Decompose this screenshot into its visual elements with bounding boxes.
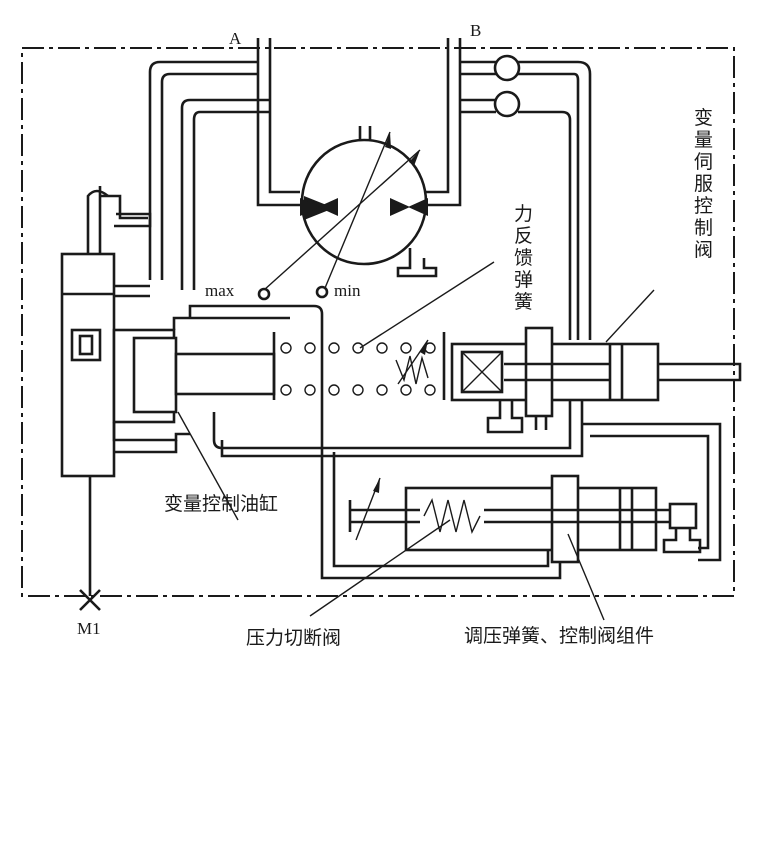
max-label: max (205, 281, 235, 300)
check-valve-upper (493, 54, 521, 82)
housing-boundary (21, 47, 735, 597)
feedback-spring-label: 力反馈弹簧 (514, 203, 533, 313)
check-valve-lower (493, 90, 521, 118)
servo-valve-label: 变量伺服控制阀 (694, 107, 713, 261)
max-pivot (257, 287, 271, 301)
cutoff-valve (348, 474, 702, 564)
min-pivot (315, 285, 329, 299)
control-cylinder (112, 304, 324, 454)
feedback-spring (272, 332, 446, 400)
port-b-line (420, 38, 462, 207)
m1-label: M1 (77, 619, 101, 638)
servo-control-valve (450, 326, 742, 434)
m1-test-point (79, 589, 101, 611)
port-a-line (256, 38, 300, 207)
min-label: min (334, 281, 361, 300)
leader-lines (177, 261, 655, 621)
port-b-label: B (470, 21, 481, 40)
spring-valve-assembly-label: 调压弹簧、控制阀组件 (464, 625, 654, 647)
cutoff-valve-label: 压力切断阀 (246, 627, 341, 649)
variable-pump-symbol (263, 126, 438, 291)
control-cylinder-label: 变量控制油缸 (164, 493, 278, 515)
port-a-label: A (229, 29, 242, 48)
left-control-block (60, 186, 152, 478)
upper-loop-lines (148, 60, 592, 340)
